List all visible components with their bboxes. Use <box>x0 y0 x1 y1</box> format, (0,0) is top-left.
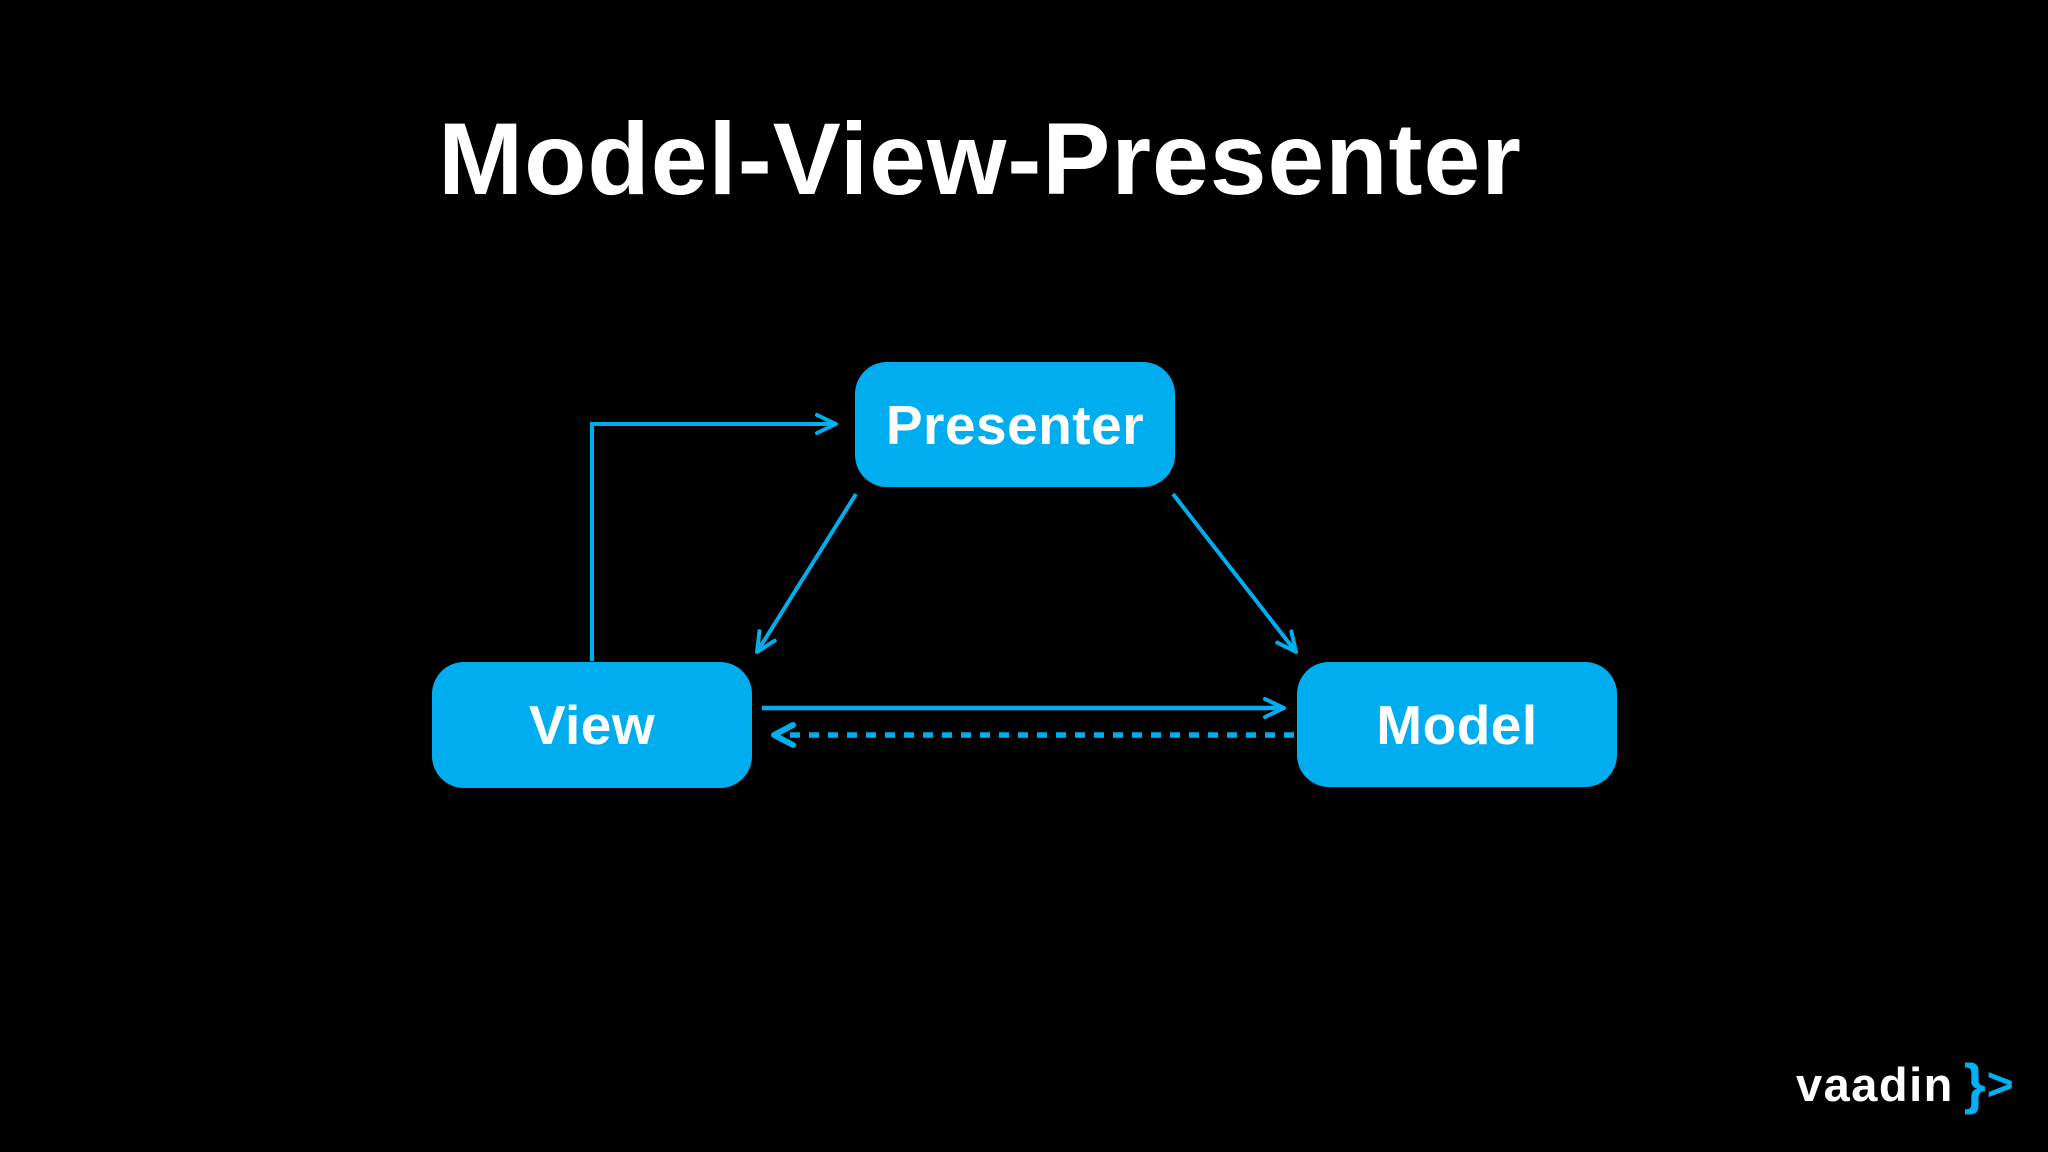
node-model: Model <box>1297 662 1617 787</box>
vaadin-logo: vaadin } > <box>1796 1056 2014 1112</box>
edge-presenter-to-view <box>755 492 858 654</box>
vaadin-brace-icon: } <box>1963 1052 1986 1115</box>
node-model-label: Model <box>1376 693 1538 756</box>
node-view: View <box>432 662 752 788</box>
node-presenter: Presenter <box>855 362 1175 487</box>
node-view-label: View <box>528 694 656 756</box>
node-presenter-label: Presenter <box>885 393 1145 456</box>
slide-title: Model-View-Presenter <box>438 102 1522 216</box>
edge-view-to-presenter <box>590 413 838 661</box>
vaadin-wordmark: vaadin <box>1796 1057 1954 1111</box>
vaadin-chevron-icon: > <box>1986 1058 2014 1110</box>
edge-presenter-to-model <box>1171 492 1298 654</box>
